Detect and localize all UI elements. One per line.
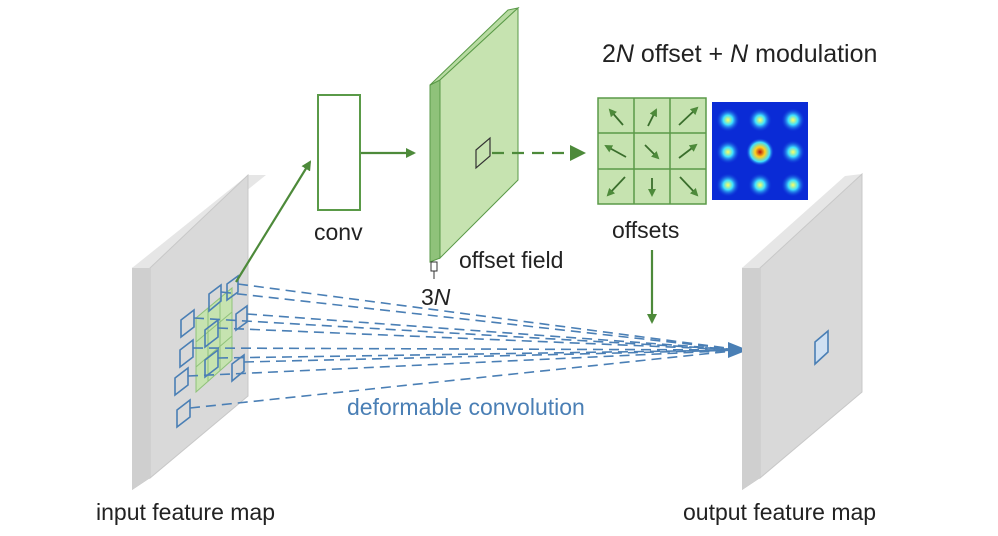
- output-activation: [814, 329, 829, 366]
- output-feature-map: [742, 172, 863, 490]
- arrow-left-icon: [604, 145, 627, 158]
- heatmap-peak: [748, 173, 772, 197]
- heatmap-peak: [716, 173, 740, 197]
- sample-box: [179, 338, 194, 369]
- input-feature-map-label: input feature map: [96, 499, 275, 525]
- heatmap-peak: [781, 140, 805, 164]
- channel-depth-marker: [430, 261, 438, 272]
- heatmap-center-peak: [746, 138, 774, 166]
- deformable-convolution-label: deformable convolution: [347, 394, 585, 420]
- channel-count-label: 3N: [421, 284, 451, 310]
- input-to-conv-arrow: [235, 160, 312, 283]
- offsets-grid: [597, 97, 707, 205]
- heatmap-peak: [781, 108, 805, 132]
- offset-field-label: offset field: [459, 247, 563, 273]
- arrow-down-right-icon: [644, 144, 660, 160]
- sample-box: [204, 318, 219, 349]
- offset-field-window: [475, 136, 491, 170]
- input-map-edge: [132, 268, 150, 490]
- sample-box: [176, 398, 191, 429]
- sample-box: [208, 283, 222, 313]
- arrow-down-right-icon: [679, 176, 699, 197]
- sample-box: [174, 366, 189, 397]
- sample-box: [204, 348, 219, 379]
- sample-box: [226, 274, 239, 302]
- convolution-arrowhead: [728, 342, 748, 358]
- sample-box: [180, 308, 195, 339]
- arrow-up-right-icon: [678, 106, 699, 126]
- modulation-heatmap: [712, 102, 808, 200]
- conv-box: [317, 94, 361, 211]
- heatmap-peak: [748, 108, 772, 132]
- arrow-up-left-icon: [608, 108, 624, 126]
- offset-field: [429, 6, 520, 263]
- modulation-title: 2N offset + N modulation: [602, 40, 877, 68]
- heatmap-peak: [716, 108, 740, 132]
- arrow-down-left-icon: [606, 176, 626, 197]
- conv-label: conv: [314, 219, 363, 245]
- offsets-label: offsets: [612, 217, 679, 243]
- input-feature-map: [132, 173, 266, 490]
- output-feature-map-label: output feature map: [683, 499, 876, 525]
- arrow-up-right-icon: [647, 108, 657, 127]
- deformable-convolution-lines: [187, 283, 743, 409]
- heatmap-peak: [781, 173, 805, 197]
- arrow-up-right-icon: [678, 143, 698, 159]
- sample-box: [235, 304, 248, 332]
- heatmap-peak: [716, 140, 740, 164]
